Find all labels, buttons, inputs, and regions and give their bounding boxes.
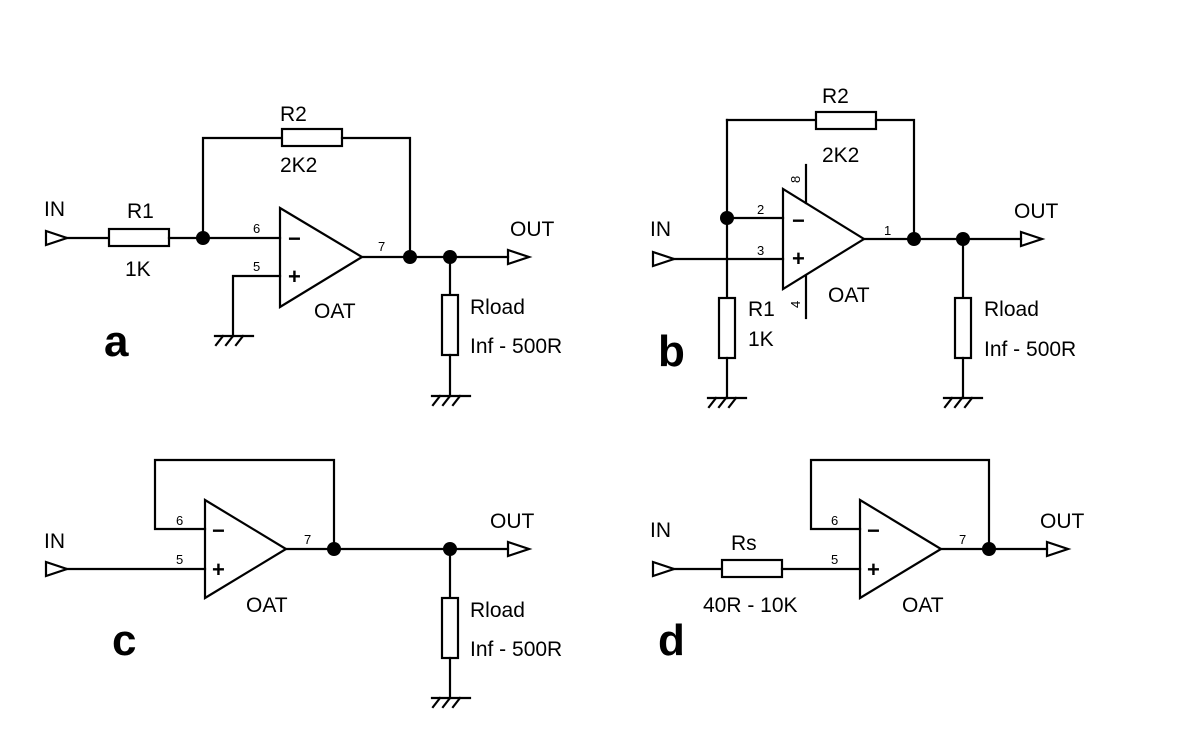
resistor-rs-d	[720, 558, 784, 579]
ground-symbol-b	[706, 396, 748, 409]
resistor-r2-b	[814, 110, 878, 131]
r2-value-b: 2K2	[822, 144, 859, 167]
ground-symbol-c	[430, 696, 472, 709]
pin-label-a: 6	[253, 221, 260, 236]
r1-value-a: 1K	[125, 258, 151, 281]
pin-label-b: 3	[757, 243, 764, 258]
output-terminal-c	[506, 540, 533, 558]
resistor-rload-a	[440, 293, 460, 357]
junction-dot-a	[403, 250, 417, 264]
resistor-r1-a	[107, 227, 171, 248]
pin-label-d: 5	[831, 552, 838, 567]
rload-value-b: Inf - 500R	[984, 338, 1076, 361]
junction-dot-d	[982, 542, 996, 556]
ground-wire-a	[231, 274, 282, 338]
ground-symbol-a	[213, 334, 255, 347]
pin-label-d: 6	[831, 513, 838, 528]
pin-label-b: 1	[884, 223, 891, 238]
input-terminal-c	[44, 560, 71, 578]
r1-name-a: R1	[127, 200, 154, 223]
output-terminal-b	[1019, 230, 1046, 248]
rload-value-c: Inf - 500R	[470, 638, 562, 661]
junction-dot-c	[327, 542, 341, 556]
circuit-c: IN − + 6 5 7 OAT OUT Rload Inf - 500R c	[44, 458, 562, 709]
panel-letter-d: d	[658, 616, 685, 665]
output-terminal-a	[506, 248, 533, 266]
plus-sign-d: +	[867, 557, 880, 582]
output-label-d: OUT	[1040, 510, 1085, 533]
rs-name-d: Rs	[731, 532, 757, 555]
panel-letter-c: c	[112, 616, 136, 665]
junction-dot-b	[720, 211, 734, 225]
circuit-a: IN R1 1K R2 2K2 − + 6 5 7 OAT OUT Rload	[44, 103, 562, 407]
minus-sign-d: −	[867, 518, 880, 543]
input-label-d: IN	[650, 519, 671, 542]
pin-label-b: 2	[757, 202, 764, 217]
output-label-b: OUT	[1014, 200, 1059, 223]
rload-name-b: Rload	[984, 298, 1039, 321]
plus-sign-b: +	[792, 246, 805, 271]
input-terminal-d	[651, 560, 678, 578]
pin-label-a: 5	[253, 259, 260, 274]
panel-letter-a: a	[104, 317, 129, 366]
input-terminal-a	[44, 229, 71, 247]
opamp-b	[781, 187, 867, 291]
opamp-label-c: OAT	[246, 594, 288, 617]
minus-sign-a: −	[288, 226, 301, 251]
opamp-label-b: OAT	[828, 284, 870, 307]
feedback-wire-c	[153, 458, 336, 551]
input-label-a: IN	[44, 198, 65, 221]
circuit-b: IN R2 2K2 − + 2 3 1 8 4 OAT R1 1K	[650, 85, 1076, 409]
minus-sign-c: −	[212, 518, 225, 543]
minus-sign-b: −	[792, 208, 805, 233]
output-label-a: OUT	[510, 218, 555, 241]
pin-label-b: 4	[788, 301, 803, 308]
junction-dot-b	[907, 232, 921, 246]
pin-label-b: 8	[788, 176, 803, 183]
resistor-rload-b	[953, 296, 973, 360]
r2-value-a: 2K2	[280, 154, 317, 177]
r2-name-a: R2	[280, 103, 307, 126]
input-label-b: IN	[650, 218, 671, 241]
opamp-c	[203, 498, 289, 600]
panel-letter-b: b	[658, 327, 685, 376]
rload-name-c: Rload	[470, 599, 525, 622]
ground-symbol-b	[942, 396, 984, 409]
rload-value-a: Inf - 500R	[470, 335, 562, 358]
input-label-c: IN	[44, 530, 65, 553]
feedback-wire-a	[201, 136, 284, 240]
output-label-c: OUT	[490, 510, 535, 533]
pin-label-c: 6	[176, 513, 183, 528]
feedback-wire-b	[874, 118, 916, 241]
opamp-a	[278, 206, 365, 309]
opamp-label-d: OAT	[902, 594, 944, 617]
r1-name-b: R1	[748, 298, 775, 321]
input-terminal-b	[651, 250, 678, 268]
ground-symbol-a	[430, 394, 472, 407]
pin-label-c: 7	[304, 532, 311, 547]
opamp-label-a: OAT	[314, 300, 356, 323]
output-terminal-d	[1045, 540, 1072, 558]
resistor-r1-b	[717, 296, 737, 360]
r2-name-b: R2	[822, 85, 849, 108]
plus-sign-c: +	[212, 557, 225, 582]
feedback-wire-a	[340, 136, 412, 258]
resistor-r2-a	[280, 127, 344, 148]
circuit-d: IN Rs 40R - 10K − + 6 5 7 OAT OUT d	[650, 458, 1085, 665]
resistor-rload-c	[440, 596, 460, 660]
rload-name-a: Rload	[470, 296, 525, 319]
pin-label-d: 7	[959, 532, 966, 547]
feedback-wire-d	[809, 458, 991, 551]
opamp-d	[858, 498, 944, 600]
r1-value-b: 1K	[748, 328, 774, 351]
rs-value-d: 40R - 10K	[703, 594, 798, 617]
pin-label-a: 7	[378, 239, 385, 254]
plus-sign-a: +	[288, 264, 301, 289]
pin-label-c: 5	[176, 552, 183, 567]
